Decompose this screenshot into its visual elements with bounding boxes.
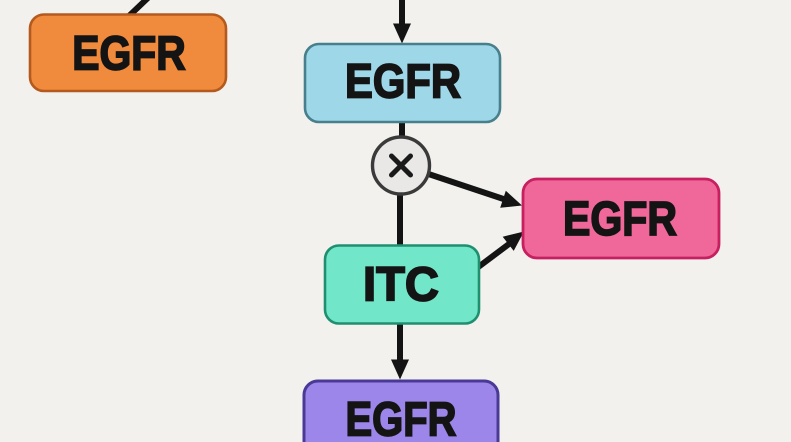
svg-text:ITC: ITC <box>363 258 439 312</box>
svg-text:EGFR: EGFR <box>346 393 457 442</box>
svg-text:EGFR: EGFR <box>345 55 461 109</box>
svg-text:EGFR: EGFR <box>563 192 677 246</box>
svg-text:EGFR: EGFR <box>72 27 186 81</box>
